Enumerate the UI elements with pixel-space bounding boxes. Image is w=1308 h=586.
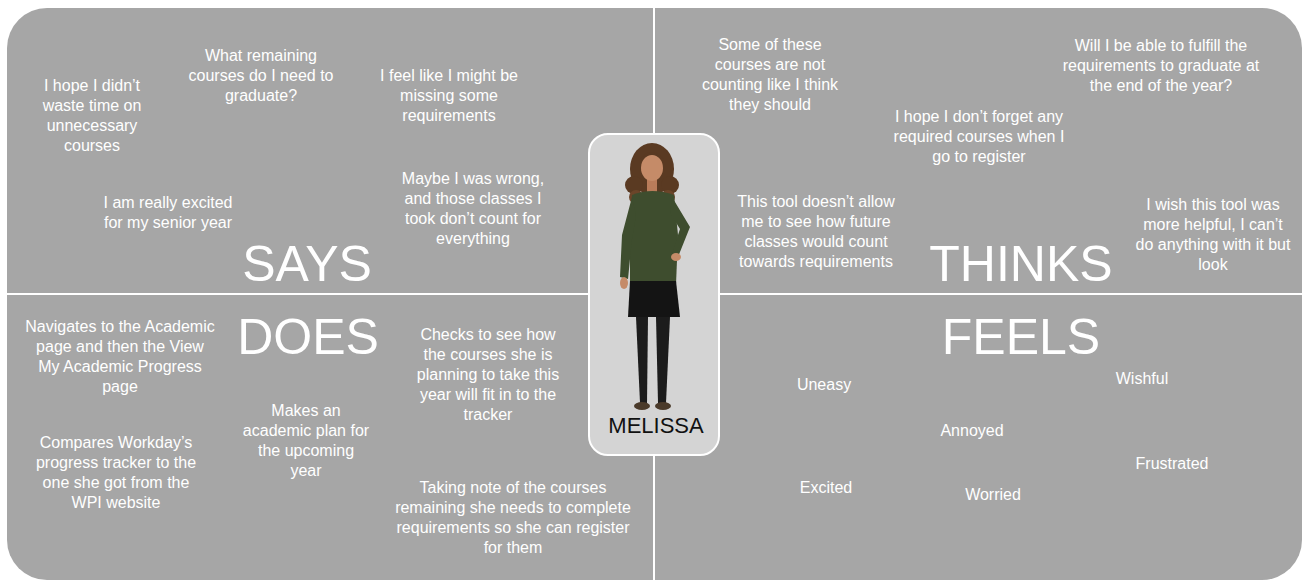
- map-note: Will I be able to fulfill the requiremen…: [1056, 36, 1266, 96]
- shoe: [655, 402, 671, 410]
- map-note: Worried: [933, 485, 1053, 505]
- map-note: I feel like I might be missing some requ…: [374, 66, 524, 126]
- map-note: I am really excited for my senior year: [93, 193, 243, 233]
- face: [641, 155, 663, 181]
- leg: [656, 317, 670, 403]
- map-note: Annoyed: [912, 421, 1032, 441]
- hair-front: [640, 152, 664, 159]
- hand: [671, 253, 681, 261]
- map-note: I hope I didn’t waste time on unnecessar…: [22, 76, 162, 156]
- persona-card: MELISSA: [588, 133, 720, 456]
- map-note: Makes an academic plan for the upcoming …: [241, 401, 371, 481]
- map-note: Maybe I was wrong, and those classes I t…: [398, 169, 548, 249]
- arm: [620, 197, 636, 279]
- map-note: What remaining courses do I need to grad…: [186, 46, 336, 106]
- quadrant-heading: THINKS: [929, 239, 1112, 289]
- feels-quadrant: FEELS Uneasy WishfulAnnoyedFrustratedExcit…: [655, 295, 1302, 580]
- map-note: Uneasy: [764, 375, 884, 395]
- map-note: I hope I don’t forget any required cours…: [889, 107, 1069, 167]
- neck: [647, 179, 657, 193]
- map-note: Navigates to the Academic page and then …: [25, 317, 215, 397]
- thinks-quadrant: THINKS Some of these courses are not coun…: [655, 8, 1302, 293]
- leg: [636, 317, 648, 403]
- skirt: [628, 281, 680, 317]
- quadrant-heading: DOES: [237, 312, 379, 362]
- quadrant-heading: FEELS: [942, 312, 1100, 362]
- map-note: Compares Workday’s progress tracker to t…: [26, 433, 206, 513]
- persona-name: MELISSA: [596, 412, 716, 440]
- map-note: Some of these courses are not counting l…: [695, 35, 845, 115]
- map-note: Excited: [766, 478, 886, 498]
- hand: [620, 277, 628, 289]
- persona-photo: [590, 135, 722, 458]
- map-note: Checks to see how the courses she is pla…: [408, 325, 568, 425]
- map-note: This tool doesn’t allow me to see how fu…: [731, 192, 901, 272]
- map-note: Taking note of the courses remaining she…: [388, 478, 638, 558]
- map-note: Wishful: [1082, 369, 1202, 389]
- map-note: Frustrated: [1112, 454, 1232, 474]
- sweater: [630, 191, 678, 285]
- shoe: [634, 402, 650, 410]
- quadrant-heading: SAYS: [242, 239, 372, 289]
- arm: [670, 197, 690, 257]
- does-quadrant: DOES Navigates to the Academic page and t…: [7, 295, 653, 580]
- map-note: I wish this tool was more helpful, I can…: [1133, 195, 1293, 275]
- says-quadrant: SAYS I hope I didn’t waste time on unnece…: [7, 8, 653, 293]
